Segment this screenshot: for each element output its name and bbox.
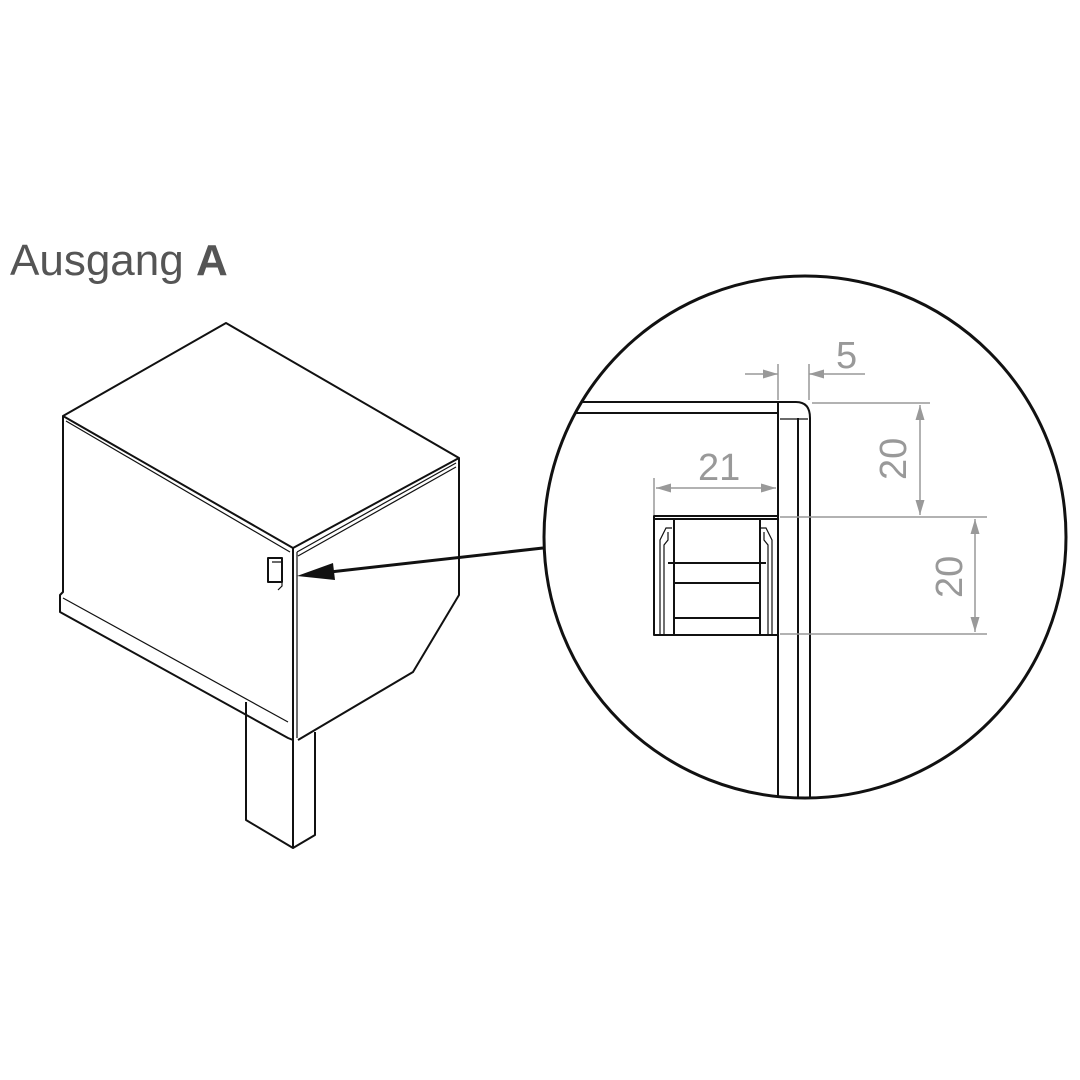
dim-height-upper-label: 20 <box>873 438 915 480</box>
dim-height-lower-label: 20 <box>929 556 971 598</box>
title: Ausgang A <box>10 236 228 286</box>
enclosure-box <box>59 322 460 741</box>
dim-width-label: 21 <box>698 447 740 489</box>
detail-view <box>542 274 1068 800</box>
dimension-lines <box>653 364 987 635</box>
title-text: Ausgang <box>10 236 184 285</box>
arrowhead <box>297 563 335 580</box>
pointer-arrow <box>329 546 544 574</box>
mounting-post <box>245 702 316 849</box>
title-letter: A <box>195 236 228 285</box>
dim-gap-label: 5 <box>836 335 857 377</box>
